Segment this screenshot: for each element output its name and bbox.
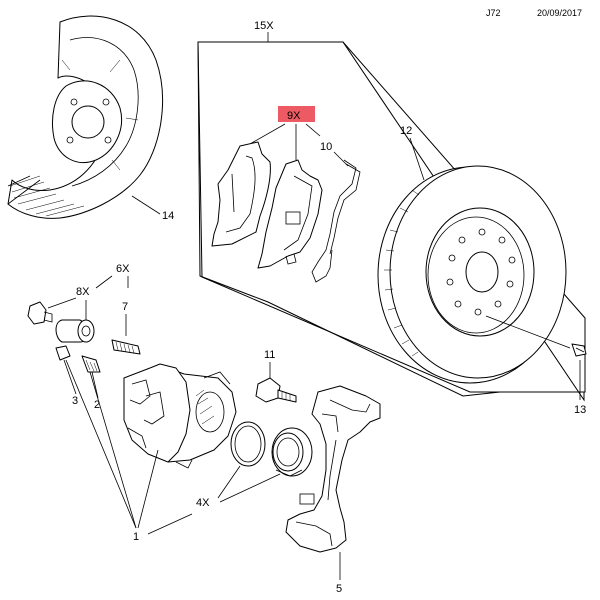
leader-12 — [409, 137, 425, 181]
leader-9x-c — [305, 123, 321, 137]
guide-bushing[interactable] — [55, 319, 95, 343]
callout-10: 10 — [320, 141, 332, 153]
callout-13: 13 — [574, 404, 586, 416]
callout-6x: 6X — [116, 263, 130, 275]
callout-15x: 15X — [254, 20, 274, 32]
leader-1-b — [89, 371, 137, 529]
leader-4x-b — [219, 473, 281, 503]
caliper-carrier[interactable] — [285, 385, 381, 553]
dust-cap[interactable] — [55, 345, 71, 361]
callout-9x: 9X — [287, 110, 301, 122]
leader-4x-a — [217, 465, 241, 499]
callout-2: 2 — [94, 399, 100, 411]
callout-14: 14 — [162, 210, 174, 222]
piston-seal-ring[interactable] — [230, 421, 266, 467]
callout-4x: 4X — [196, 497, 210, 509]
brake-disc[interactable] — [377, 165, 567, 384]
leader-14 — [131, 195, 161, 215]
callout-11: 11 — [264, 349, 275, 361]
highlight-9x — [278, 106, 315, 122]
splash-shield[interactable] — [7, 15, 164, 219]
leader-10 — [333, 151, 349, 167]
leader-13-disc — [485, 315, 571, 349]
diagram-code: J72 — [486, 8, 501, 18]
callout-1: 1 — [133, 531, 139, 543]
leader-6x-a — [95, 275, 113, 289]
callout-3: 3 — [72, 395, 78, 407]
piston[interactable] — [271, 427, 313, 477]
bleed-screw[interactable] — [81, 355, 101, 373]
leader-1-c — [137, 449, 159, 529]
callout-5: 5 — [336, 583, 342, 595]
guide-bolt[interactable] — [27, 301, 53, 325]
leader-1-a — [65, 359, 137, 529]
leader-3 — [63, 359, 77, 395]
brake-pad-outer[interactable] — [211, 141, 271, 247]
leader-9x-a — [249, 123, 286, 145]
leader-1-d — [147, 513, 193, 535]
disc-retaining-screw[interactable] — [571, 343, 587, 357]
carrier-bolt[interactable] — [255, 377, 297, 403]
brake-caliper[interactable] — [123, 363, 237, 469]
pad-spring-clip[interactable] — [311, 159, 361, 283]
callout-12: 12 — [400, 125, 412, 137]
leader-8x-a — [47, 297, 77, 309]
kit-frame-lines — [197, 41, 586, 397]
callout-8x: 8X — [76, 286, 90, 298]
callout-7: 7 — [122, 301, 128, 313]
leader-2 — [91, 371, 99, 399]
brake-pad-inner[interactable] — [257, 159, 323, 269]
diagram-date: 20/09/2017 — [537, 8, 582, 18]
guide-pin[interactable] — [111, 339, 141, 355]
